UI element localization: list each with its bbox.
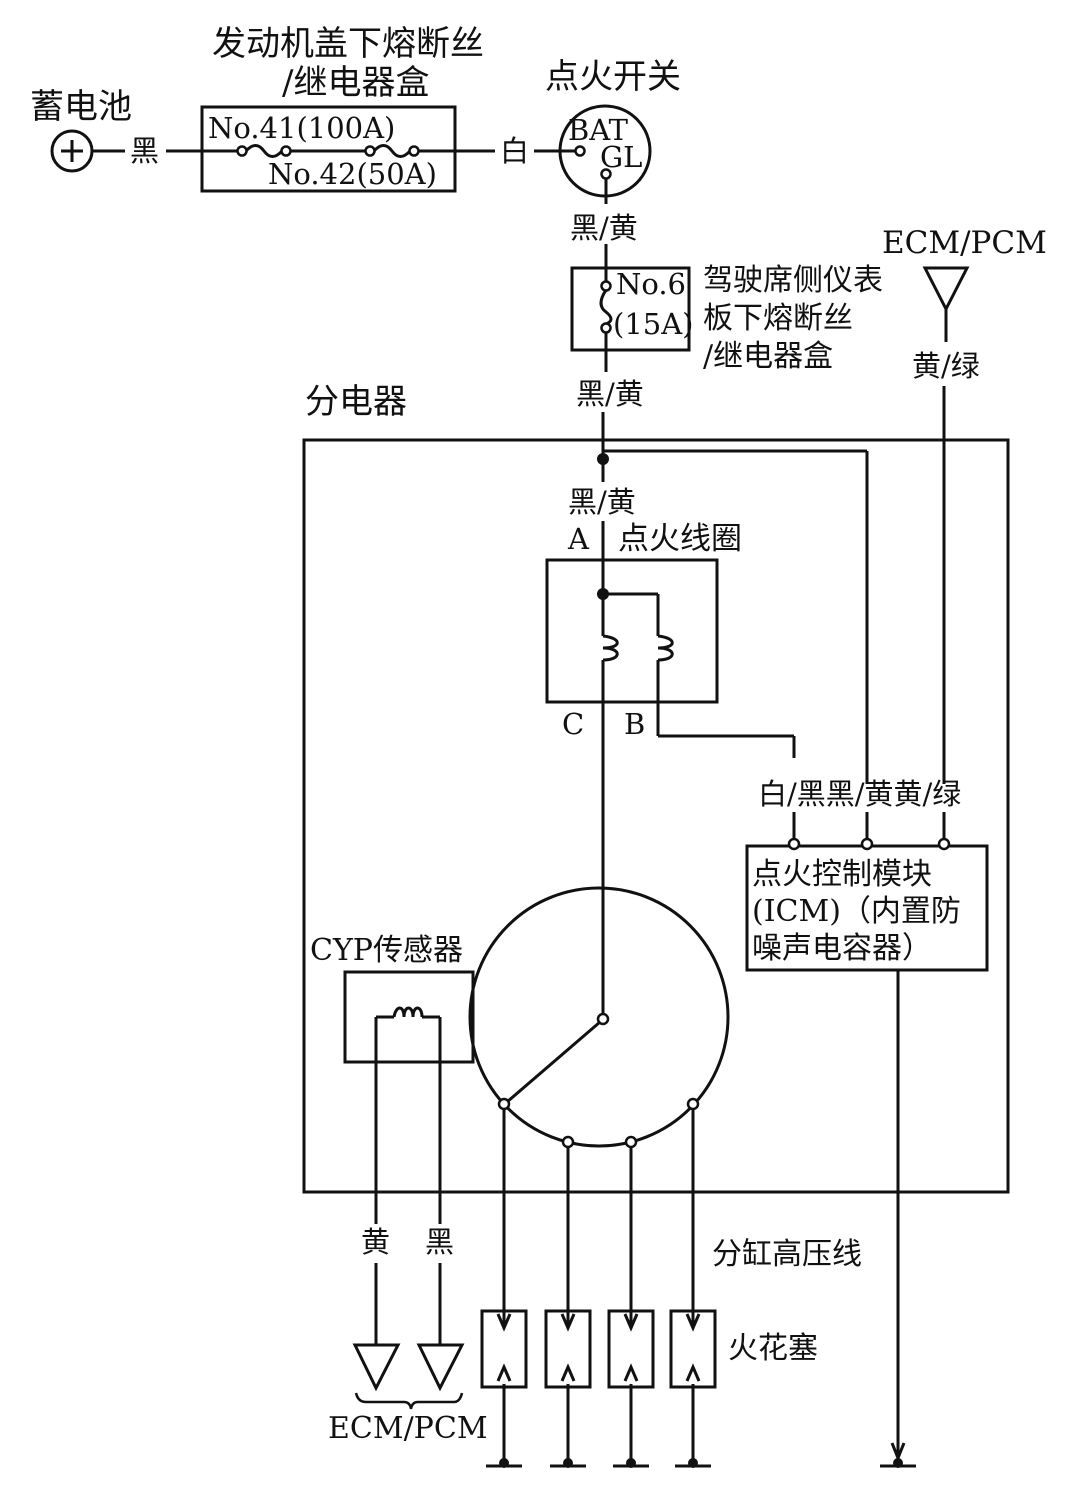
fuse-6-rating: (15A) bbox=[613, 307, 693, 341]
icm-label-line2: (ICM)（内置防 bbox=[752, 894, 961, 929]
ecm-bottom-down-triangle-icon-1 bbox=[352, 1343, 401, 1392]
spark-plug-3 bbox=[607, 1147, 655, 1460]
dash-fuse-box bbox=[570, 266, 691, 352]
ecm-pcm-bottom-label: ECM/PCM bbox=[328, 1411, 488, 1446]
wire-white: 白 bbox=[500, 134, 529, 168]
icm-label-line1: 点火控制模块 bbox=[752, 857, 932, 892]
fuse-42-label: No.42(50A) bbox=[268, 157, 437, 191]
fuse-42-symbol bbox=[364, 144, 455, 158]
cyp-sensor-box bbox=[343, 970, 475, 1064]
battery-plus-icon bbox=[50, 129, 94, 173]
fuse-6-label: No.6 bbox=[616, 267, 686, 301]
terminal-a-label: A bbox=[567, 522, 590, 556]
cyp-sensor-coil-symbol bbox=[376, 1006, 440, 1019]
battery-label: 蓄电池 bbox=[30, 87, 132, 127]
fuse-41-symbol bbox=[202, 144, 366, 158]
ignition-coil-box bbox=[545, 558, 719, 704]
spark-plug-4 bbox=[669, 1109, 717, 1460]
ecm-pcm-top-label: ECM/PCM bbox=[882, 225, 1047, 261]
wire-yellow-green: 黄/绿 bbox=[912, 349, 980, 383]
fuse-box-title-line1: 发动机盖下熔断丝 bbox=[212, 24, 484, 64]
wire-black-yellow-3: 黑/黄 bbox=[568, 485, 636, 519]
terminal-c-label: C bbox=[562, 707, 584, 741]
wire-yellow: 黄 bbox=[361, 1225, 390, 1259]
fuse-box-title-line2: /继电器盒 bbox=[282, 63, 429, 103]
distributor-label: 分电器 bbox=[305, 382, 407, 422]
ignition-coil-label: 点火线圈 bbox=[618, 521, 742, 557]
secondary-coil-symbol bbox=[657, 634, 674, 662]
bat-terminal-label: BAT bbox=[568, 113, 629, 147]
spark-plug-1 bbox=[480, 1109, 528, 1460]
ig-terminal-label: GL bbox=[600, 140, 642, 174]
dash-box-title-line3: /继电器盒 bbox=[703, 339, 833, 374]
distributor-cap bbox=[468, 886, 730, 1148]
fuse-6-symbol bbox=[599, 268, 613, 350]
spark-plug-2 bbox=[544, 1147, 592, 1460]
primary-coil-symbol bbox=[602, 634, 619, 662]
dash-box-title-line2: 板下熔断丝 bbox=[703, 301, 853, 336]
wire-black-battery: 黑 bbox=[130, 134, 159, 168]
ecm-top-down-triangle-icon bbox=[922, 266, 970, 313]
ecm-bottom-down-triangle-icon-2 bbox=[416, 1343, 465, 1392]
ignition-switch-label: 点火开关 bbox=[545, 57, 681, 97]
distributor-housing bbox=[302, 438, 1010, 1194]
fuse-box bbox=[200, 105, 457, 193]
wire-black-yellow-2: 黑/黄 bbox=[576, 377, 644, 411]
fuse-41-label: No.41(100A) bbox=[208, 111, 395, 145]
hv-leads-label: 分缸高压线 bbox=[712, 1237, 862, 1272]
dash-box-title-line1: 驾驶席侧仪表 bbox=[703, 263, 883, 298]
ecm-bottom-brace bbox=[354, 1392, 464, 1410]
wire-black-yellow-1: 黑/黄 bbox=[570, 211, 638, 245]
ground-icon bbox=[486, 1458, 916, 1468]
icm-wire-colors: 白/黑黑/黄黄/绿 bbox=[758, 777, 961, 811]
wire-black: 黑 bbox=[425, 1225, 454, 1259]
terminal-b-label: B bbox=[624, 707, 645, 741]
cyp-sensor-label: CYP传感器 bbox=[310, 933, 463, 968]
spark-plugs-label: 火花塞 bbox=[728, 1331, 818, 1366]
icm-label-line3: 噪声电容器） bbox=[752, 931, 932, 966]
